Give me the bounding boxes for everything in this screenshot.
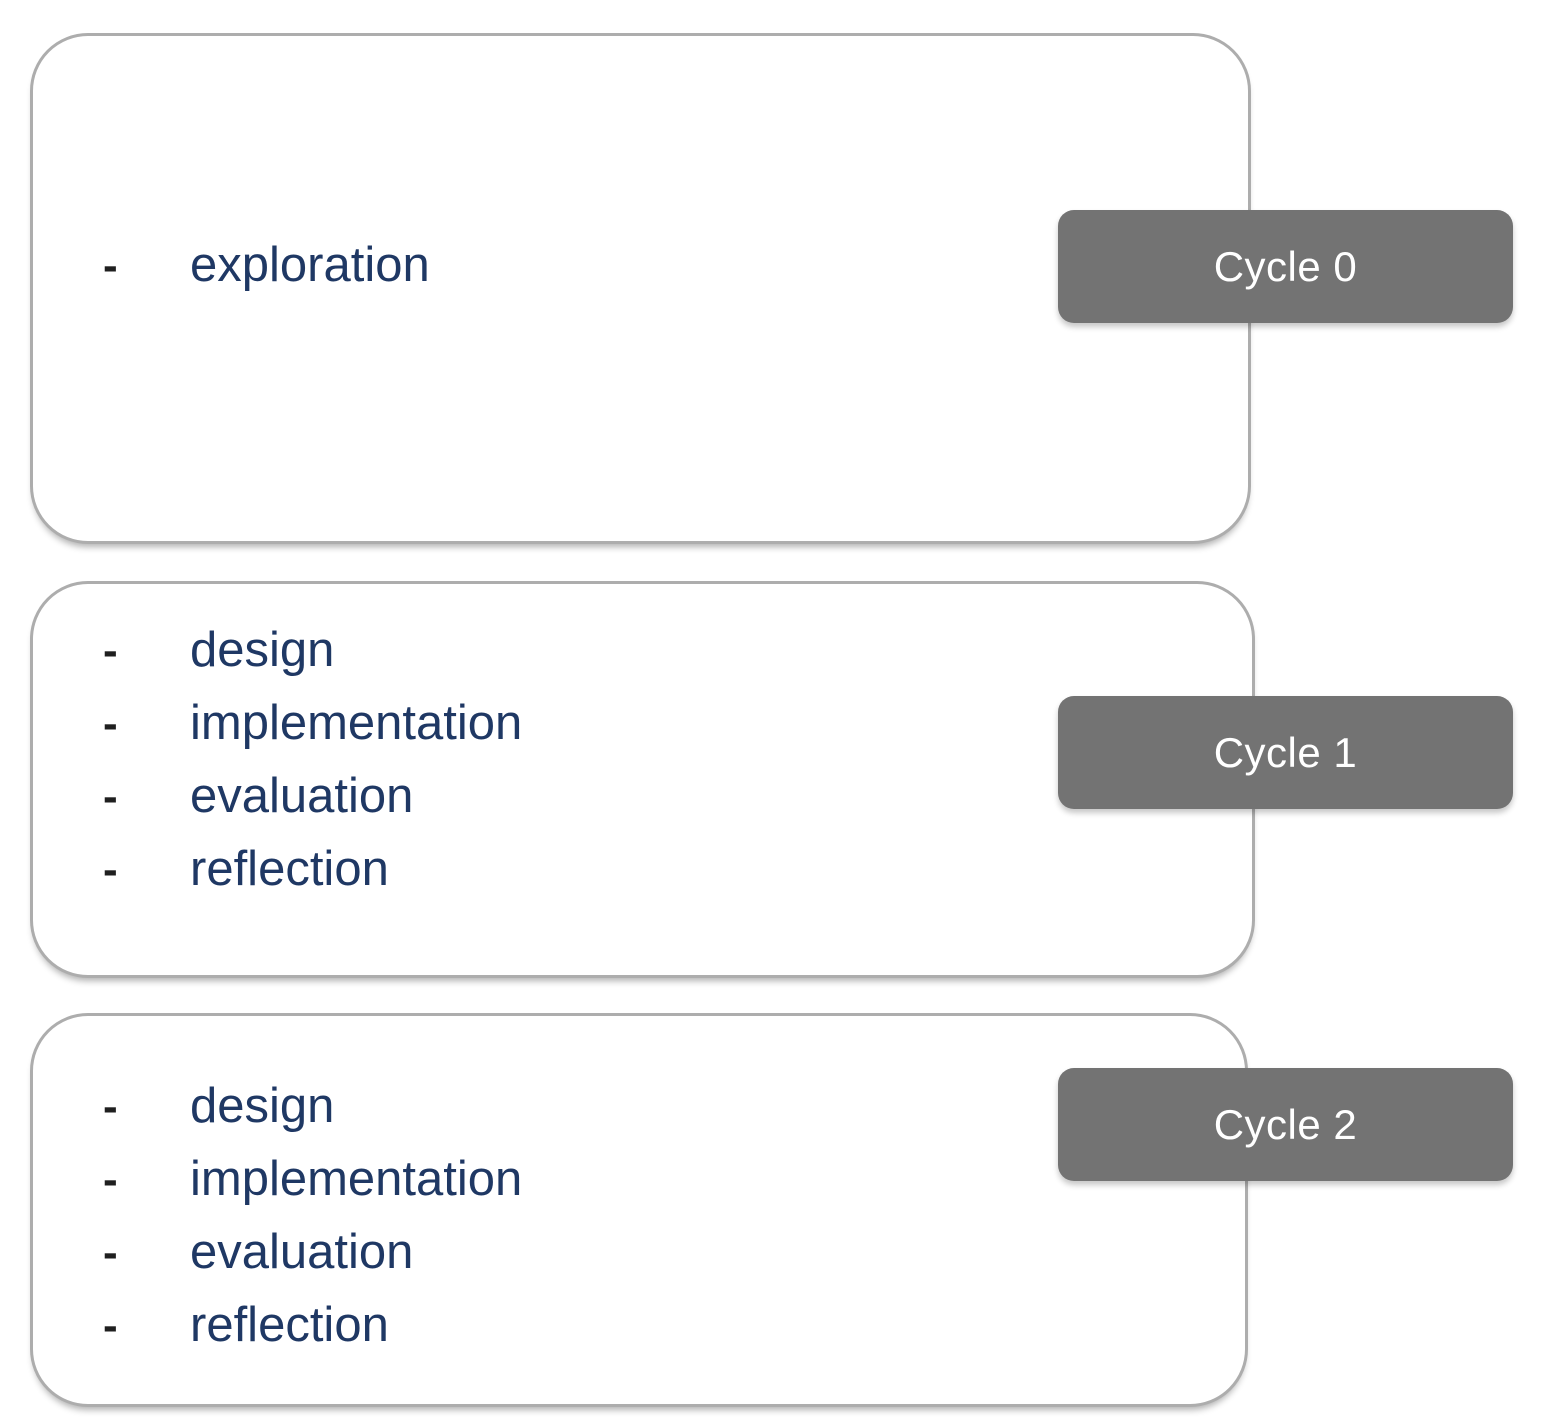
dash-bullet-icon: - bbox=[103, 698, 118, 748]
item-label-implementation: implementation bbox=[190, 696, 523, 750]
item-label-implementation: implementation bbox=[190, 1152, 523, 1206]
cycle-2-item-list: - design - implementation - evaluation -… bbox=[103, 1070, 522, 1362]
badge-label: Cycle 0 bbox=[1213, 242, 1358, 290]
item-label-design: design bbox=[190, 623, 335, 677]
cycle-2-box: - design - implementation - evaluation -… bbox=[30, 1013, 1248, 1407]
badge-label: Cycle 2 bbox=[1213, 1100, 1358, 1148]
dash-bullet-icon: - bbox=[103, 625, 118, 675]
cycle-1-item-list: - design - implementation - evaluation -… bbox=[103, 614, 522, 906]
dash-bullet-icon: - bbox=[103, 1227, 118, 1277]
list-item: - evaluation bbox=[103, 760, 522, 833]
list-item: - reflection bbox=[103, 833, 522, 906]
list-item: - reflection bbox=[103, 1289, 522, 1362]
list-item: - evaluation bbox=[103, 1216, 522, 1289]
list-item: - design bbox=[103, 1070, 522, 1143]
dash-bullet-icon: - bbox=[103, 771, 118, 821]
item-label-reflection: reflection bbox=[190, 842, 389, 896]
dash-bullet-icon: - bbox=[103, 844, 118, 894]
dash-bullet-icon: - bbox=[103, 1154, 118, 1204]
dash-bullet-icon: - bbox=[103, 240, 118, 290]
list-item: - implementation bbox=[103, 1143, 522, 1216]
dash-bullet-icon: - bbox=[103, 1300, 118, 1350]
item-label-reflection: reflection bbox=[190, 1298, 389, 1352]
badge-label: Cycle 1 bbox=[1213, 728, 1358, 776]
list-item: - exploration bbox=[103, 229, 430, 302]
dash-bullet-icon: - bbox=[103, 1081, 118, 1131]
cycle-2-badge: Cycle 2 bbox=[1058, 1068, 1513, 1181]
cycle-0-box: - exploration bbox=[30, 33, 1251, 544]
item-label-evaluation: evaluation bbox=[190, 769, 414, 823]
cycle-1-badge: Cycle 1 bbox=[1058, 696, 1513, 809]
item-label-design: design bbox=[190, 1079, 335, 1133]
list-item: - design bbox=[103, 614, 522, 687]
list-item: - implementation bbox=[103, 687, 522, 760]
item-label-evaluation: evaluation bbox=[190, 1225, 414, 1279]
item-label-exploration: exploration bbox=[190, 238, 430, 292]
cycle-0-badge: Cycle 0 bbox=[1058, 210, 1513, 323]
cycle-0-item-list: - exploration bbox=[103, 229, 430, 302]
